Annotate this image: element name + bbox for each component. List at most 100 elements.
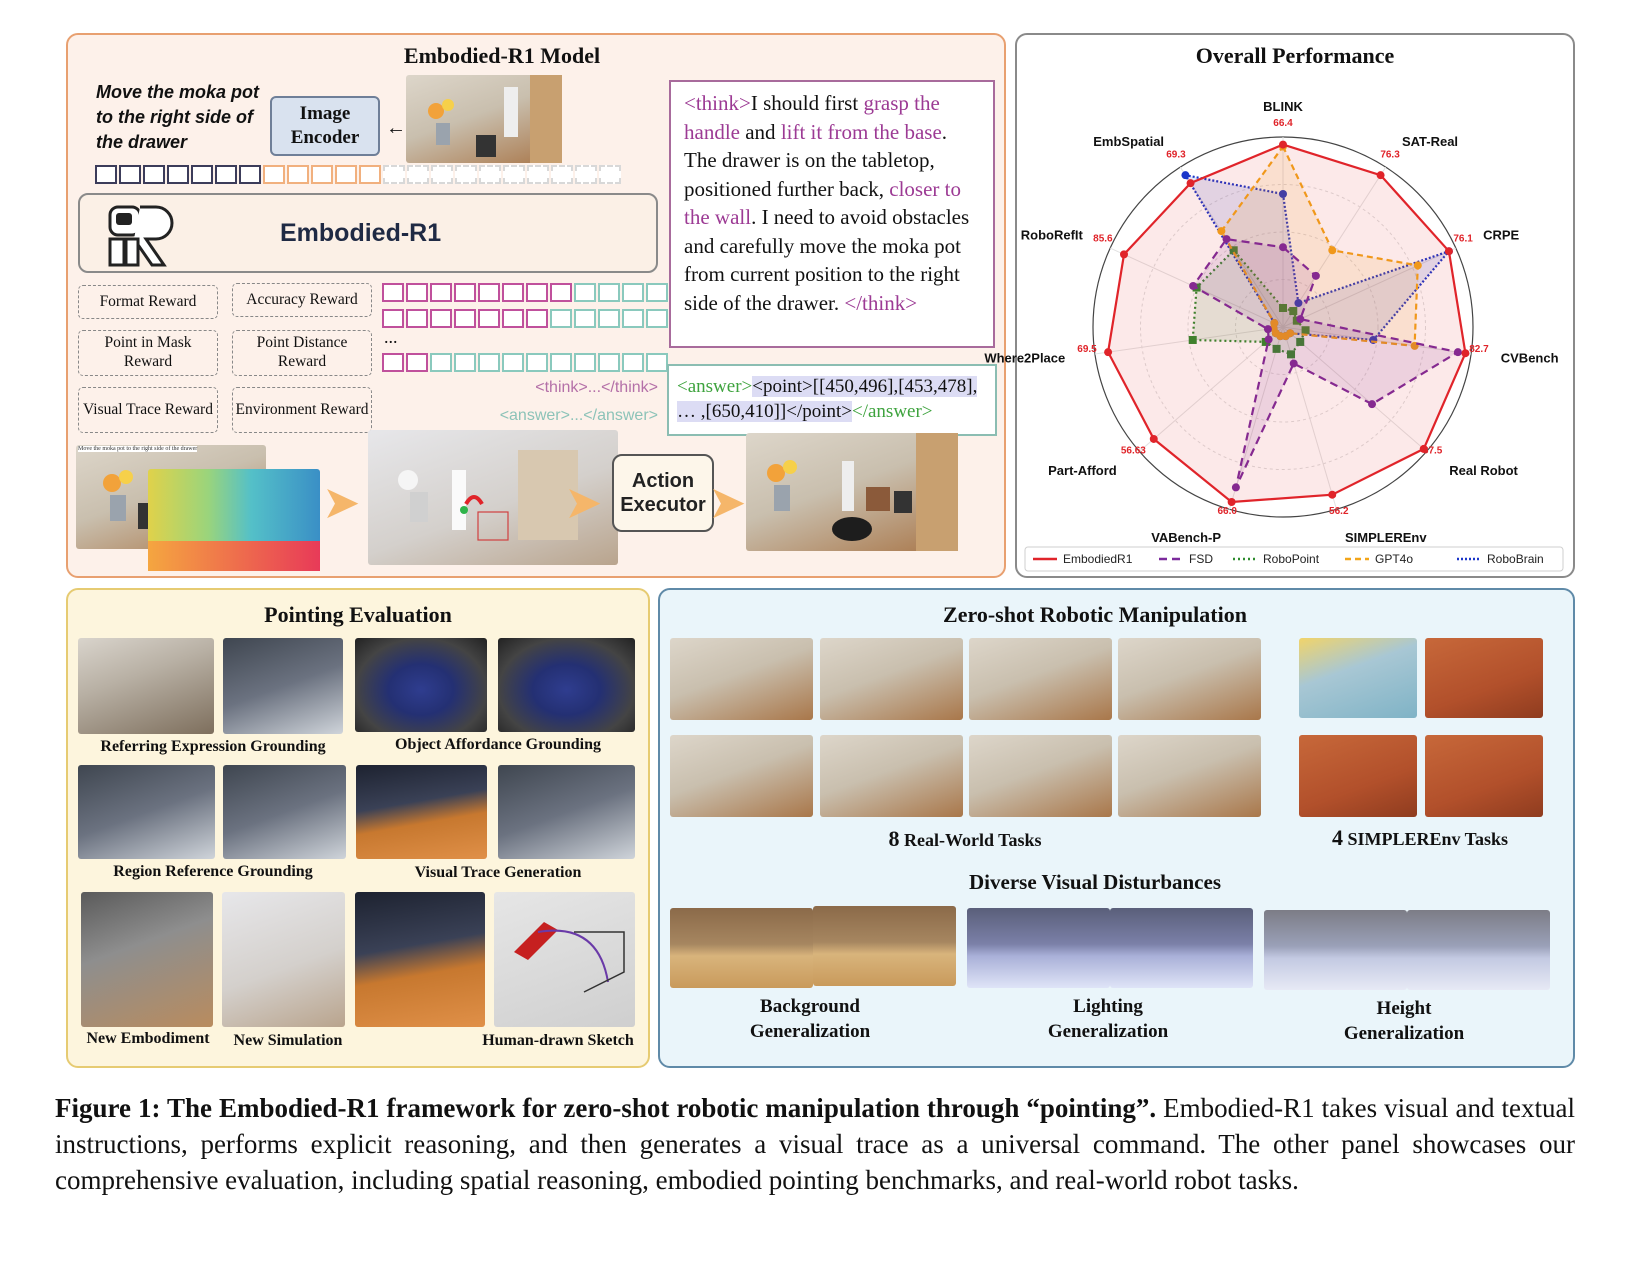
caption-background-l2: Generalization: [749, 1021, 871, 1042]
radar-spoke-7: [1139, 326, 1284, 452]
refer-photo-1: [78, 638, 214, 734]
caption-height: Height Generalization: [1294, 996, 1514, 1046]
sim-tasks-caption: 4 SIMPLEREnv Tasks: [1275, 825, 1565, 851]
axis-value-8: 69.5: [1077, 344, 1097, 355]
series-RoboPoint-point-6: [1272, 344, 1281, 353]
environment-reward-box: Environment Reward: [232, 387, 372, 433]
sim-task-photo-4: [1425, 735, 1543, 817]
real-task-photo-4: [1118, 638, 1261, 720]
legend-label-0: EmbodiedR1: [1063, 552, 1133, 566]
series-EmbodiedR1-point-8: [1104, 348, 1113, 357]
think-seg-1: grasp the handle: [684, 91, 940, 144]
token-ellipsis: ...: [384, 327, 398, 347]
caption-height-l2: Generalization: [1343, 1023, 1465, 1044]
radar-spoke-2: [1282, 247, 1457, 328]
pointing-panel: Pointing Evaluation Referring Expression…: [66, 588, 650, 1068]
caption-embodiment: New Embodiment: [86, 1030, 210, 1047]
action-executor-label: Action Executor: [620, 470, 706, 516]
series-RoboPoint-point-10: [1229, 246, 1238, 255]
input-scene-instruction: Move the moka pot to the right side of t…: [78, 446, 198, 452]
axis-label-9: RoboRefIt: [1021, 228, 1084, 243]
image-encoder-box: Image Encoder: [270, 96, 380, 156]
series-GPT4o-point-1: [1328, 246, 1337, 255]
series-EmbodiedR1-point-1: [1376, 171, 1385, 180]
think-seg-0: I should first: [750, 91, 864, 115]
series-FSD-point-10: [1222, 235, 1231, 244]
sim-tasks-label: SIMPLEREnv Tasks: [1342, 829, 1509, 849]
region-photo-2: [223, 765, 346, 859]
series-FSD-area: [1191, 237, 1461, 488]
output-token-row-1: [382, 283, 668, 302]
series-RoboPoint-point-8: [1188, 335, 1197, 344]
series-EmbodiedR1-point-4: [1419, 444, 1428, 453]
think-seg-4: . The drawer is on the tabletop, positio…: [684, 119, 948, 201]
lighting-photo-1: [967, 908, 1110, 988]
axis-value-1: 76.3: [1380, 149, 1400, 160]
think-open-tag: <think>: [684, 91, 751, 115]
region-photo-1: [78, 765, 215, 859]
series-EmbodiedR1-point-10: [1186, 179, 1195, 188]
answer-tag-label: <answer>...</answer>: [499, 407, 658, 424]
series-GPT4o-point-10: [1217, 227, 1226, 236]
sketch-illustration: [514, 922, 625, 993]
axis-value-3: 82.7: [1469, 344, 1489, 355]
affordance-photo-1: [355, 638, 487, 732]
series-EmbodiedR1-point-5: [1328, 490, 1337, 499]
series-FSD-point-7: [1264, 335, 1273, 344]
refer-photo-2: [223, 638, 343, 734]
series-RoboPoint-point-5: [1287, 350, 1296, 359]
think-box: <think>I should first grasp the handle a…: [669, 80, 995, 348]
series-FSD-point-6: [1231, 483, 1240, 492]
think-seg-5: closer to the wall: [684, 176, 962, 230]
model-panel-title: Embodied-R1 Model: [403, 43, 601, 68]
axis-label-4: Real Robot: [1449, 463, 1518, 478]
axis-value-10: 69.3: [1166, 149, 1186, 160]
axis-label-6: VABench-P: [1151, 530, 1221, 545]
input-token-row: [95, 165, 621, 184]
performance-panel-title: Overall Performance: [1195, 43, 1395, 68]
sketch-photo: [494, 892, 635, 1027]
series-GPT4o-point-9: [1270, 319, 1279, 328]
axis-value-2: 76.1: [1453, 234, 1473, 245]
caption-background: Background Generalization: [700, 994, 920, 1044]
simulation-photo: [222, 892, 345, 1027]
series-RoboPoint-point-0: [1279, 304, 1287, 312]
series-FSD-point-5: [1289, 359, 1298, 368]
disturbances-title: Diverse Visual Disturbances: [969, 870, 1221, 894]
output-token-row-2: [382, 309, 668, 328]
radar-spoke-6: [1228, 326, 1284, 510]
axis-label-5: SIMPLEREnv: [1345, 530, 1427, 545]
point-in-mask-reward-box: Point in Mask Reward: [78, 330, 218, 376]
series-EmbodiedR1-area: [1106, 143, 1467, 504]
axis-label-1: SAT-Real: [1402, 134, 1458, 149]
caption-sketch: Human-drawn Sketch: [482, 1032, 634, 1049]
model-panel: Embodied-R1 Model Move the moka pot to t…: [66, 33, 1006, 578]
axis-value-4: 87.5: [1423, 446, 1443, 457]
scene-photo: [406, 75, 562, 163]
axis-value-9: 85.6: [1093, 234, 1113, 245]
radar-grid-ring-2: [1140, 184, 1426, 470]
caption-lighting-l2: Generalization: [1047, 1021, 1169, 1042]
arrow-right-icon: ➤: [564, 477, 603, 528]
sim-tasks-count: 4: [1331, 825, 1343, 850]
series-RoboBrain-point-1: [1294, 299, 1303, 308]
format-reward-box: Format Reward: [78, 285, 218, 319]
point-distance-reward-box: Point Distance Reward: [232, 330, 372, 376]
series-RoboPoint-point-4: [1296, 337, 1305, 346]
arrow-right-icon: ➤: [322, 477, 361, 528]
depth-map-strip: [148, 541, 320, 571]
affordance-photo-2: [498, 638, 635, 732]
real-task-photo-8: [1118, 735, 1261, 817]
series-FSD-point-9: [1189, 281, 1198, 290]
radar-legend-box: [1024, 546, 1564, 572]
real-task-photo-5: [670, 735, 813, 817]
series-FSD-point-4: [1368, 400, 1377, 409]
sim-task-photo-3: [1299, 735, 1417, 817]
axis-label-8: Where2Place: [984, 350, 1065, 365]
series-EmbodiedR1-point-9: [1119, 250, 1128, 259]
caption-simulation: New Simulation: [233, 1032, 343, 1049]
caption-background-l1: Background: [760, 996, 860, 1017]
real-task-photo-6: [820, 735, 963, 817]
arrow-left-icon: ←: [386, 117, 406, 139]
pointcloud-illustration: [398, 450, 578, 541]
